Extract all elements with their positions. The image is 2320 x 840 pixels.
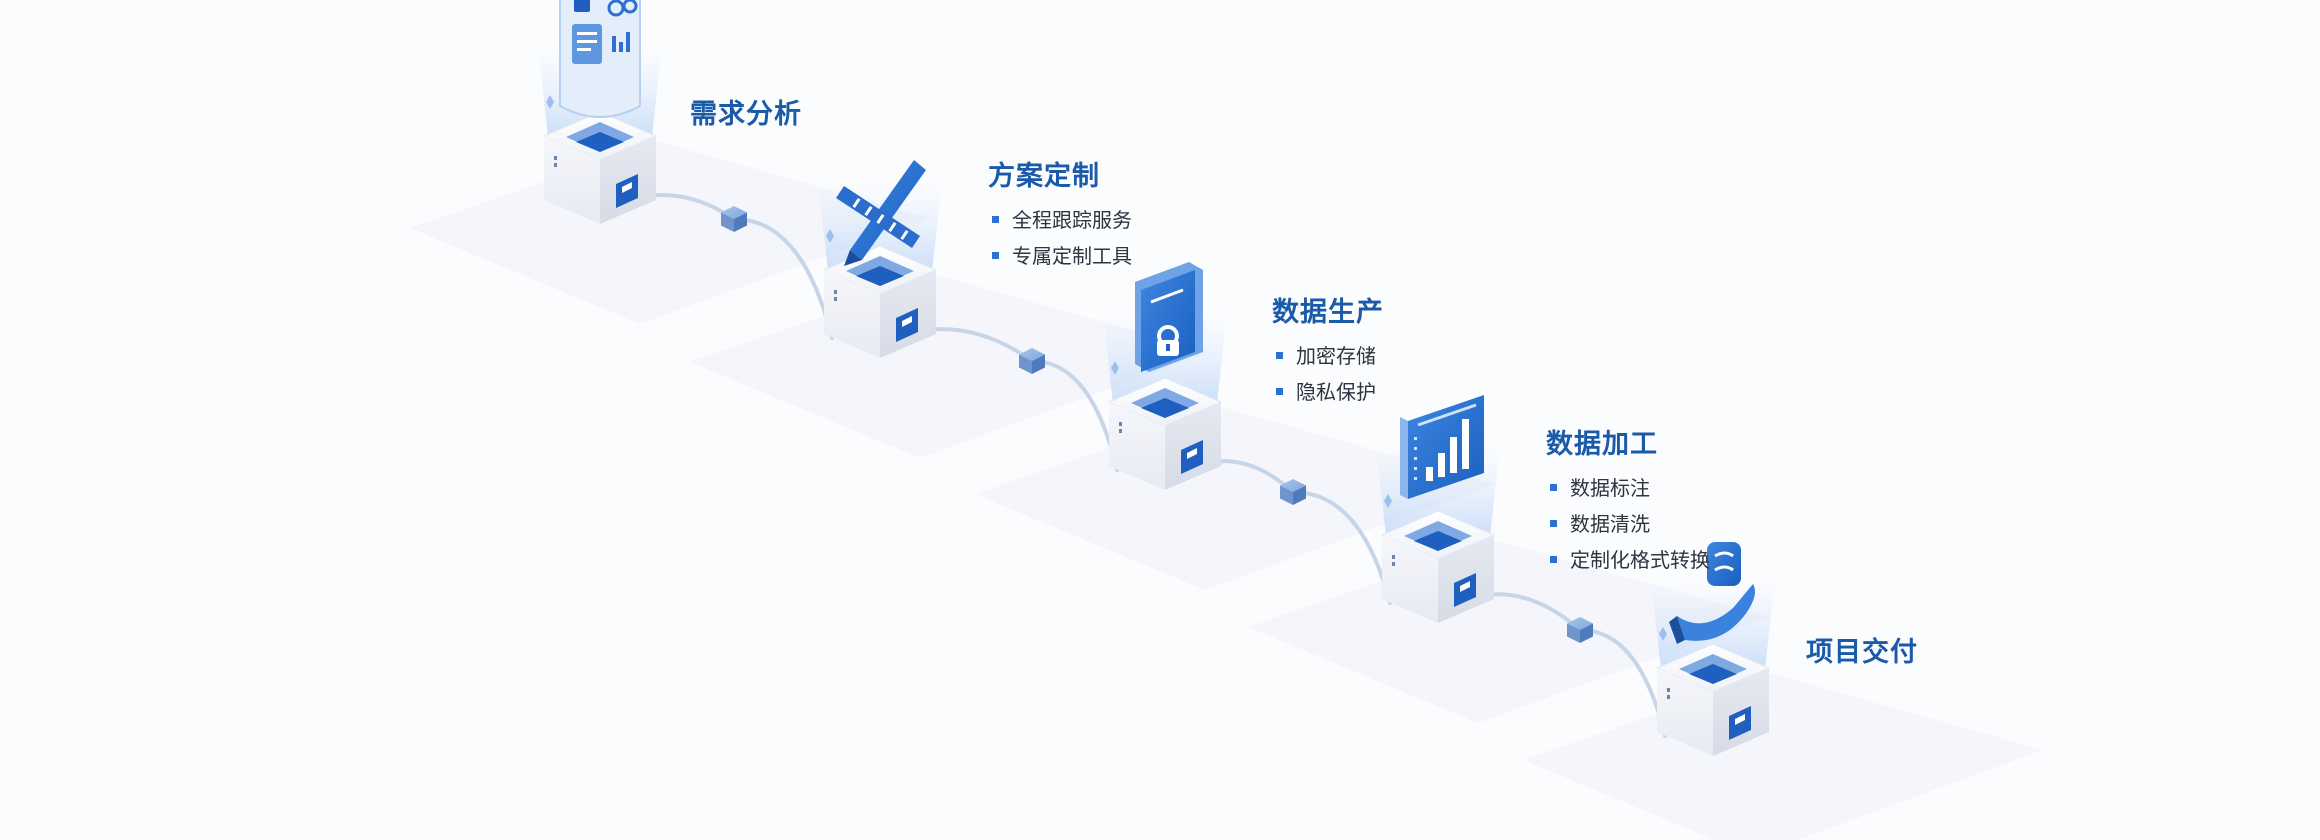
connector-cube-icon [1567, 617, 1593, 643]
step-2-feature-item: 全程跟踪服务 [992, 202, 1132, 238]
connector-cube-icon [721, 206, 747, 232]
bullet-icon [1550, 520, 1557, 527]
step-5-box [1651, 578, 1775, 756]
floor-tile [975, 408, 1495, 590]
bullet-icon [992, 252, 999, 259]
step-4-feature-item: 定制化格式转换 [1550, 542, 1710, 578]
step-3-feature-list: 加密存储 隐私保护 [1276, 338, 1376, 410]
step-4-feature-item: 数据标注 [1550, 470, 1710, 506]
bullet-icon [1550, 556, 1557, 563]
secure-folder-icon [1135, 262, 1203, 372]
step-1-title: 需求分析 [690, 99, 802, 130]
bullet-icon [992, 216, 999, 223]
floor-tile [1523, 674, 2043, 840]
step-5-title: 项目交付 [1806, 637, 1918, 668]
step-2-feature-list: 全程跟踪服务 专属定制工具 [992, 202, 1132, 274]
connector-cube-icon [1019, 348, 1045, 374]
step-3-feature-item: 加密存储 [1276, 338, 1376, 374]
hand-delivery-icon [1669, 542, 1755, 644]
ruler-pencil-icon [836, 160, 926, 266]
step-3-title: 数据生产 [1272, 297, 1384, 328]
step-2-title: 方案定制 [988, 161, 1100, 192]
step-4-feature-item: 数据清洗 [1550, 506, 1710, 542]
analysis-dashboard-icon [559, 0, 641, 118]
step-2-box [818, 180, 942, 358]
step-3-feature-item: 隐私保护 [1276, 374, 1376, 410]
bullet-icon [1550, 484, 1557, 491]
step-2-feature-item: 专属定制工具 [992, 238, 1132, 274]
step-4-feature-list: 数据标注 数据清洗 定制化格式转换 [1550, 470, 1710, 578]
step-4-title: 数据加工 [1546, 429, 1658, 460]
floor-tile [1248, 541, 1768, 723]
floor-tile [410, 142, 930, 324]
connector-cube-icon [1280, 479, 1306, 505]
bullet-icon [1276, 388, 1283, 395]
chart-screen-icon [1400, 395, 1484, 499]
floor-tile [690, 276, 1210, 458]
bullet-icon [1276, 352, 1283, 359]
